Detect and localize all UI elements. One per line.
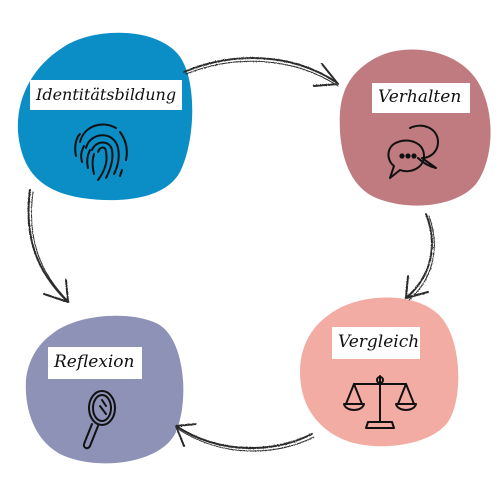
comparison-label: Vergleich (332, 327, 420, 359)
arrow-comparison-to-reflection (175, 423, 315, 452)
arrow-reflection-to-identity (27, 189, 70, 303)
comparison-blob (300, 297, 459, 447)
behavior-label: Verhalten (372, 83, 470, 113)
identity-blob (17, 32, 193, 201)
speech-bubbles-icon (387, 124, 439, 179)
fingerprint-icon (74, 123, 128, 181)
arrow-identity-to-behavior (183, 57, 339, 87)
scales-icon (343, 375, 417, 429)
cycle-arrows (27, 57, 435, 452)
arrow-behavior-to-comparison (405, 213, 435, 301)
identity-label: Identitätsbildung (30, 80, 182, 110)
reflection-label: Reflexion (48, 347, 142, 379)
behavior-blob (339, 49, 491, 206)
reflection-blob (25, 315, 184, 464)
hand-mirror-icon (82, 390, 116, 450)
